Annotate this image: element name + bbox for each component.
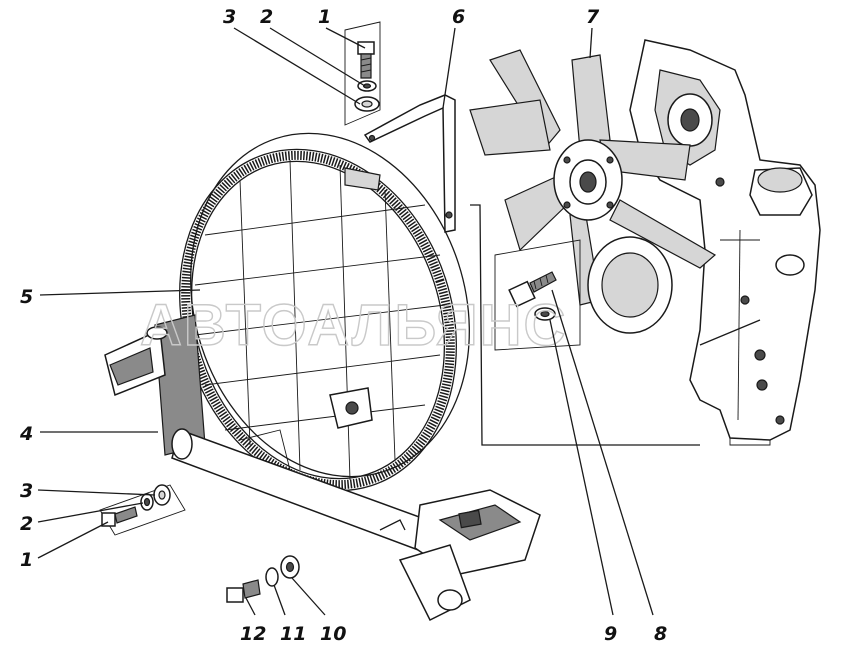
callout-6: 6	[452, 6, 465, 28]
callout-11: 11	[280, 623, 306, 645]
left-fastener-group	[99, 484, 186, 536]
callout-9: 9	[604, 623, 617, 645]
washer-3-top	[354, 96, 380, 112]
bolt-9	[508, 271, 557, 308]
bracket-6	[363, 94, 456, 233]
washer-2-top	[357, 80, 377, 92]
callout-1-left: 1	[20, 549, 33, 571]
fan-bracket-panel	[470, 204, 761, 446]
fan-shroud-5	[179, 132, 470, 492]
bolt-12	[226, 579, 261, 603]
engine-block	[629, 39, 821, 446]
washer-2-left	[140, 493, 154, 511]
cross-tube	[171, 428, 456, 561]
callout-2-left: 2	[20, 513, 33, 535]
callout-1-top: 1	[318, 6, 331, 28]
top-fastener-group	[344, 21, 381, 126]
washer-3-left	[153, 484, 171, 506]
callout-3-top: 3	[223, 6, 236, 28]
watermark: АВТОАЛЬЯНС	[140, 293, 567, 358]
shroud-grille	[194, 159, 446, 481]
washer-11	[265, 567, 279, 587]
callout-4: 4	[19, 423, 33, 445]
bolt-1-top	[357, 41, 375, 79]
engine-mount-pad	[379, 489, 541, 622]
callout-7: 7	[586, 6, 600, 28]
washer-10	[280, 555, 300, 579]
callout-12: 12	[240, 623, 266, 645]
fan-7	[469, 49, 717, 334]
callout-2-top: 2	[260, 6, 273, 28]
callout-3-left: 3	[20, 480, 33, 502]
callout-8: 8	[654, 623, 667, 645]
callout-5: 5	[20, 286, 33, 308]
washer-8	[534, 307, 556, 321]
leader-lines	[37, 27, 654, 616]
callouts: 3 2 1 6 7 5 4 3 2 1 12 11 10 9 8	[19, 6, 667, 645]
callout-10: 10	[320, 623, 346, 645]
